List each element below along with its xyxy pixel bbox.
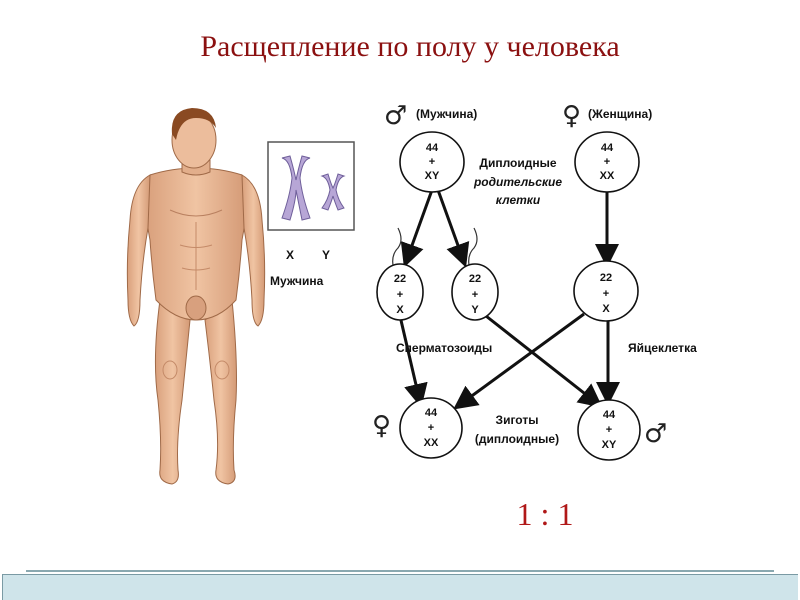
- female-symbol-parent: ♀: [562, 101, 581, 131]
- female-parent-cell: 44 + XX: [574, 131, 640, 193]
- cell-text: XY: [602, 439, 617, 451]
- karyotype-frame: [267, 141, 355, 231]
- cell-text: +: [429, 156, 435, 168]
- cell-text: +: [472, 289, 478, 301]
- sex-ratio: 1 : 1: [516, 496, 574, 532]
- male-symbol-zygote: ♂: [644, 419, 667, 449]
- footer-divider: [26, 570, 774, 572]
- cell-text: +: [428, 422, 434, 434]
- footer-bar: [2, 574, 798, 600]
- female-zygote-cell: 44 + XX: [399, 397, 463, 459]
- inheritance-arrows: [398, 189, 620, 410]
- arrow-sperm-x-to-female-zygote: [398, 315, 428, 408]
- x-chromosome: [281, 155, 311, 221]
- cell-text: XX: [424, 437, 439, 449]
- cell-text: +: [603, 288, 609, 300]
- arrow-egg-to-female-zygote: [453, 312, 585, 410]
- gamete-row: 22 + X 22 + Y 22 + X Сперматозоиды Яйцек…: [376, 260, 697, 355]
- cell-text: +: [606, 424, 612, 436]
- cell-text: XX: [600, 170, 615, 182]
- parent-row: ♂ (Мужчина) ♀ (Женщина) 44 + XY 44 + XX …: [384, 101, 652, 207]
- slide-title: Расщепление по полу у человека: [200, 30, 620, 63]
- parent-caption-line3: клетки: [496, 193, 541, 207]
- cell-text: +: [604, 156, 610, 168]
- male-symbol-parent: ♂: [384, 101, 407, 131]
- male-parent-label: (Мужчина): [416, 107, 477, 121]
- cell-text: 44: [425, 407, 438, 419]
- arrow-male-to-sperm-x: [400, 189, 434, 268]
- zygote-row: ♀ 44 + XX 44 + XY ♂ Зиготы (диплоидные): [372, 397, 667, 461]
- male-zygote-cell: 44 + XY: [577, 399, 641, 461]
- egg-cell: 22 + X: [573, 260, 639, 322]
- sperm-y-cell: 22 + Y: [451, 263, 499, 321]
- parent-caption-line2: родительские: [473, 175, 562, 189]
- parent-caption-line1: Диплоидные: [479, 156, 556, 170]
- egg-label: Яйцеклетка: [628, 341, 697, 355]
- human-figure: [126, 108, 266, 485]
- sperm-x-tail: [392, 227, 402, 271]
- zygote-label-line1: Зиготы: [496, 413, 539, 427]
- cell-text: Y: [471, 304, 479, 316]
- cell-text: XY: [425, 170, 440, 182]
- male-parent-cell: 44 + XY: [399, 131, 465, 193]
- cell-text: 22: [600, 272, 612, 284]
- female-symbol-zygote: ♀: [372, 411, 391, 441]
- cell-text: 44: [426, 142, 439, 154]
- karyotype-x-label: X: [286, 248, 294, 262]
- karyotype-caption: Мужчина: [270, 274, 324, 288]
- sperm-y-tail: [468, 227, 478, 271]
- cell-text: 22: [394, 273, 406, 285]
- sperm-label: Сперматозоиды: [396, 341, 492, 355]
- arrow-sperm-y-to-male-zygote: [485, 314, 603, 408]
- cell-text: X: [396, 304, 404, 316]
- sperm-x-cell: 22 + X: [376, 263, 424, 321]
- cell-text: X: [602, 303, 610, 315]
- cell-text: 44: [601, 142, 614, 154]
- female-parent-label: (Женщина): [588, 107, 652, 121]
- zygote-label-line2: (диплоидные): [475, 432, 559, 446]
- karyotype-panel: X Y Мужчина: [267, 141, 355, 288]
- sperm-tails: [392, 227, 478, 271]
- y-chromosome: [320, 173, 346, 211]
- cell-text: 44: [603, 409, 616, 421]
- arrow-male-to-sperm-y: [436, 189, 470, 268]
- cell-text: +: [397, 289, 403, 301]
- karyotype-y-label: Y: [322, 248, 330, 262]
- cell-text: 22: [469, 273, 481, 285]
